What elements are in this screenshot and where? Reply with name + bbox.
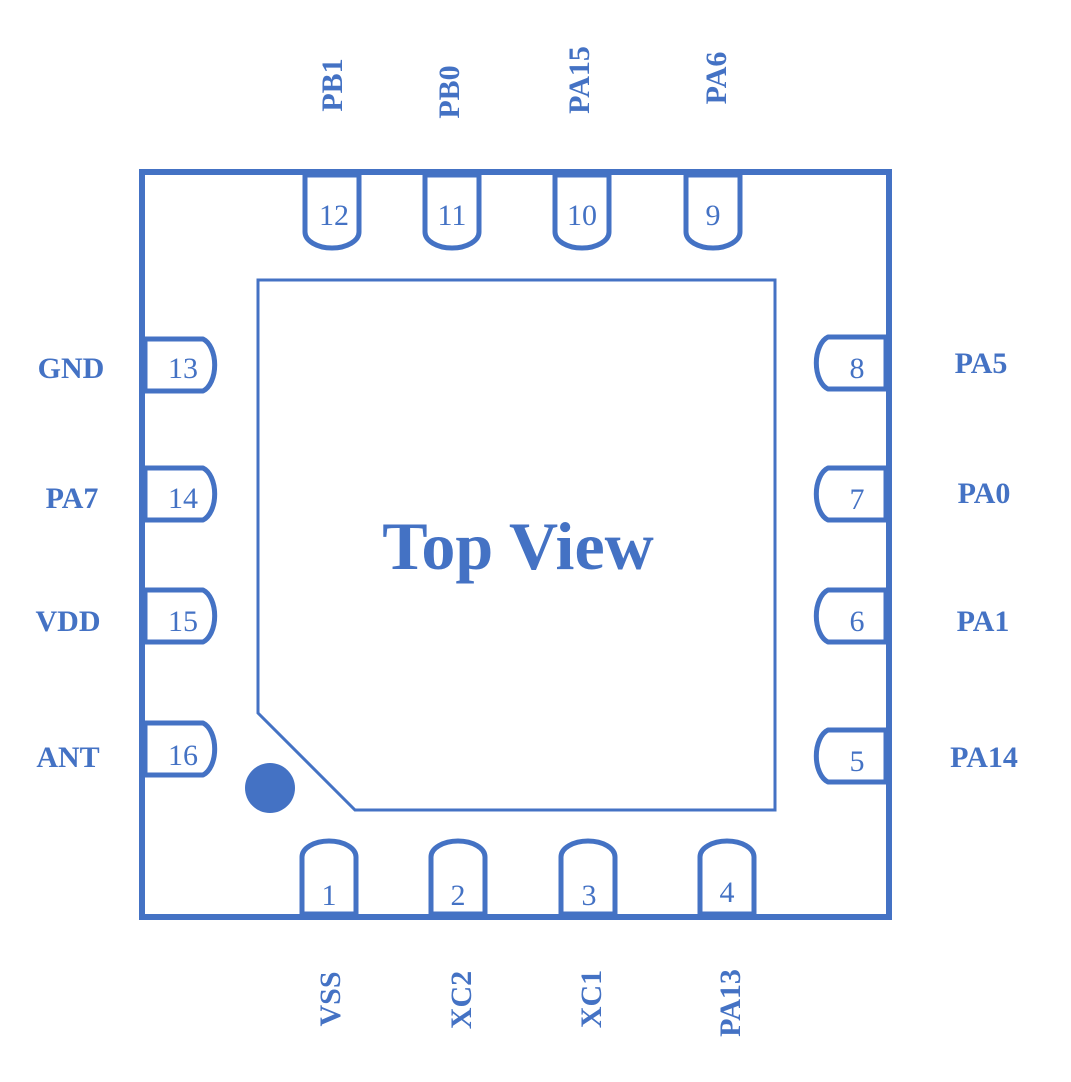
pin-13-number: 13 (168, 352, 198, 385)
pin-3-pad (558, 838, 618, 917)
pin-4-name: PA13 (714, 969, 747, 1037)
pin-11-pad (422, 172, 482, 251)
pin-4-pad (697, 838, 757, 917)
pin-4: 4 PA13 (697, 838, 757, 1037)
pin-13-name: GND (38, 352, 105, 385)
pin-2-number: 2 (451, 879, 466, 912)
pin1-indicator-dot (245, 763, 295, 813)
pin-10-pad (552, 172, 612, 251)
pin-7-number: 7 (850, 483, 865, 516)
pin-3-name: XC1 (575, 970, 608, 1028)
pin-5: 5 PA14 (813, 727, 1018, 785)
pin-14-number: 14 (168, 482, 198, 515)
pin-2-pad (428, 838, 488, 917)
package-outline (139, 169, 892, 920)
pin-1-name: VSS (314, 971, 347, 1026)
pin-16-number: 16 (168, 739, 198, 772)
pin-1-pad (299, 838, 359, 917)
pin-13-pad (142, 336, 218, 394)
pin-15-number: 15 (168, 605, 198, 638)
pin-7-name: PA0 (958, 477, 1011, 510)
pin-10-number: 10 (567, 199, 597, 232)
pin-5-number: 5 (850, 745, 865, 778)
pin-2: 2 XC2 (428, 838, 488, 1029)
pin-15-pad (142, 587, 218, 645)
pin-5-name: PA14 (950, 741, 1018, 774)
pin-11-number: 11 (438, 199, 467, 232)
pin-9: 9 PA6 (683, 52, 743, 251)
pin-14: 14 PA7 (46, 465, 218, 523)
pin-5-pad (813, 727, 889, 785)
pin-3-number: 3 (582, 879, 597, 912)
pin-6-number: 6 (850, 605, 865, 638)
pin-6: 6 PA1 (813, 587, 1010, 645)
pin-8-pad (813, 334, 889, 392)
pin-15-name: VDD (36, 605, 101, 638)
pin-8-number: 8 (850, 352, 865, 385)
pin-4-number: 4 (720, 876, 735, 909)
pin-8-name: PA5 (955, 347, 1008, 380)
pin-6-name: PA1 (957, 605, 1010, 638)
pin-7-pad (813, 465, 889, 523)
pin-14-name: PA7 (46, 482, 99, 515)
pin-2-name: XC2 (445, 971, 478, 1029)
pin-12-pad (302, 172, 362, 251)
pin-12-name: PB1 (316, 58, 349, 111)
pin-11-name: PB0 (433, 65, 466, 118)
pin-12: 12 PB1 (302, 58, 362, 251)
pin-1-number: 1 (322, 879, 337, 912)
pin-11: 11 PB0 (422, 65, 482, 251)
pin-16-pad (142, 720, 218, 778)
pin-6-pad (813, 587, 889, 645)
pin-7: 7 PA0 (813, 465, 1011, 523)
pin-16: 16 ANT (36, 720, 218, 778)
pin-9-name: PA6 (700, 52, 733, 105)
exposed-pad (256, 278, 777, 812)
pin-9-number: 9 (706, 199, 721, 232)
pin-1: 1 VSS (299, 838, 359, 1027)
pin-9-pad (683, 172, 743, 251)
pin-10: 10 PA15 (552, 46, 612, 251)
pin-12-number: 12 (319, 199, 349, 232)
pin-8: 8 PA5 (813, 334, 1008, 392)
pin-3: 3 XC1 (558, 838, 618, 1028)
pin-15: 15 VDD (36, 587, 218, 645)
pin-14-pad (142, 465, 218, 523)
pin-16-name: ANT (36, 741, 99, 774)
pin-13: 13 GND (38, 336, 218, 394)
pin-10-name: PA15 (563, 46, 596, 114)
diagram-title: Top View (382, 508, 653, 584)
